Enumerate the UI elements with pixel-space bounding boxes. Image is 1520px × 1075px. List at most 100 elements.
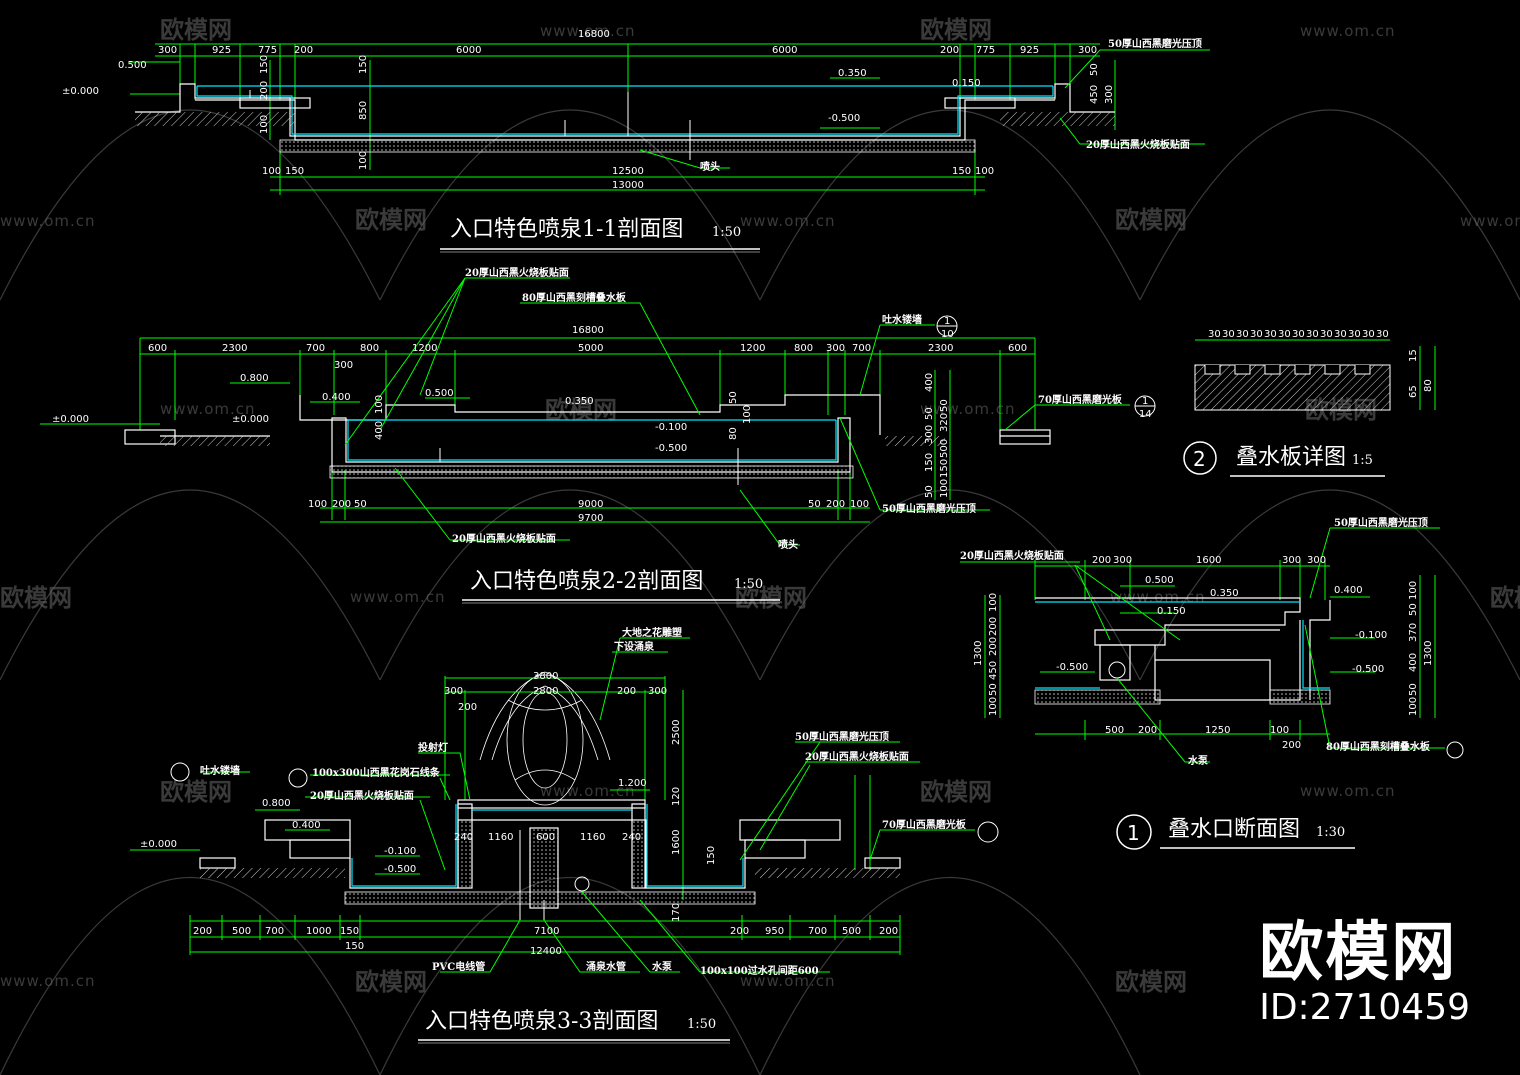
dim-text: 300	[1307, 555, 1326, 566]
watermark-brand: 欧模网	[735, 584, 807, 612]
section3-leaders	[200, 637, 975, 973]
dim-text: 200	[730, 926, 749, 937]
dim-text: 1200	[740, 343, 765, 354]
model-id: ID:2710459	[1259, 987, 1470, 1028]
dim-text: 450	[988, 661, 999, 680]
dim-text: 65	[1408, 385, 1419, 398]
section1-leaders	[639, 49, 1210, 169]
detail-number: 1	[1127, 821, 1140, 845]
level-mark: -0.100	[1355, 630, 1387, 641]
section2-slab	[329, 465, 854, 479]
dim-text: 450	[1089, 85, 1100, 104]
detail-number-circle	[1183, 441, 1217, 475]
dim-text: 2300	[222, 343, 247, 354]
dim-text: 50	[1408, 683, 1419, 696]
dim-text: 200	[193, 926, 212, 937]
dim-text: 500	[1105, 725, 1124, 736]
detail1-slab-left	[1034, 689, 1161, 705]
dim-text: 50	[924, 407, 935, 420]
dim-text: 150	[358, 55, 369, 74]
dim-text: 7100	[534, 926, 559, 937]
note-label: 喷头	[778, 538, 798, 551]
watermark-url: www.om.cn	[1110, 588, 1206, 606]
note-label: 50厚山西黑磨光压顶	[882, 502, 976, 515]
section2-water-liner	[347, 419, 837, 461]
watermark-brand: 欧模网	[545, 396, 617, 424]
dim-text: 600	[148, 343, 167, 354]
dim-text: 12500	[612, 166, 644, 177]
note-label: 水泵	[1187, 754, 1209, 767]
section-scale: 1:50	[712, 225, 741, 240]
section3-levels: 1.200 0.800 0.400 ±0.000 -0.100 -0.500	[140, 778, 647, 875]
dim-text: 100	[850, 499, 869, 510]
dim-text: 30	[1362, 329, 1375, 340]
dim-text: 1000	[306, 926, 331, 937]
note-label: 投射灯	[418, 741, 448, 754]
dim-text: 80	[1423, 379, 1434, 392]
dim-text: 150	[952, 166, 971, 177]
note-label: 20厚山西黑火烧板贴面	[452, 532, 556, 545]
note-label: 20厚山西黑火烧板贴面	[805, 750, 909, 763]
callout-sheet: 14	[1139, 409, 1152, 420]
dim-text: 100	[988, 697, 999, 716]
dim-text: 1600	[671, 830, 682, 855]
watermark-brand: 欧模网	[1115, 206, 1187, 234]
dim-text: 150	[924, 453, 935, 472]
detail1-right-dims: 100 50 370 400 50 100 1300	[1408, 581, 1434, 716]
note-label: 20厚山西黑火烧板贴面	[310, 789, 414, 802]
dim-text: 100	[374, 395, 385, 414]
level-mark: 1.200	[618, 778, 647, 789]
level-mark: -0.500	[1352, 664, 1384, 675]
level-mark: 0.400	[292, 820, 321, 831]
dim-text: 30	[1208, 329, 1221, 340]
level-mark: -0.500	[1056, 662, 1088, 673]
dim-text: 700	[265, 926, 284, 937]
dim-text: 200	[988, 617, 999, 636]
note-label: 80厚山西黑刻槽叠水板	[522, 291, 627, 304]
watermark-url: www.om.cn	[740, 972, 836, 990]
detail2-top-dims: 30 30 30 30 30 30 30 30 30 30 30 30 30	[1208, 329, 1389, 340]
dim-text: 400	[374, 421, 385, 440]
dim-text: 200	[1092, 555, 1111, 566]
dim-text: 50	[808, 499, 821, 510]
dim-text: 100	[308, 499, 327, 510]
section1-slab	[279, 139, 976, 153]
section3-dimension-lines	[130, 676, 901, 955]
detail1-structure	[1035, 597, 1331, 701]
dim-text: 1160	[488, 832, 513, 843]
dim-text: 30	[1264, 329, 1277, 340]
section2-ground-left	[160, 436, 270, 446]
note-label: 80厚山西黑刻槽叠水板	[1326, 740, 1431, 753]
section1-dimension-lines	[130, 43, 1116, 195]
section3-inner-dims: 240 1160 600 1160 240	[454, 832, 641, 843]
level-mark: 0.150	[952, 78, 981, 89]
dim-text: 1160	[580, 832, 605, 843]
section-1-1: 16800 300 925 775 200 6000 6000 200 775 …	[62, 29, 1210, 253]
section1-ground-right	[1000, 112, 1115, 126]
section2-bottom-dims: 100 200 50 9000 50 200 100 9700	[308, 499, 869, 524]
dim-text: 240	[454, 832, 473, 843]
dim-text: 2800	[533, 686, 558, 697]
section3-slab	[344, 891, 756, 905]
note-label: 吐水镂墙	[200, 764, 240, 777]
detail1-left-dims: 100 200 200 450 50 100 1300	[973, 593, 999, 716]
section3-vertical-dims: 2500 120 1600 170 150	[671, 720, 717, 922]
dim-text: 500	[939, 439, 950, 458]
dim-text: 150	[340, 926, 359, 937]
dim-text: 800	[794, 343, 813, 354]
dim-text: 100	[939, 479, 950, 498]
level-mark: 0.350	[1210, 588, 1239, 599]
dim-text: 6000	[456, 45, 481, 56]
note-label: 100x100过水孔间距600	[700, 964, 819, 977]
callout-number: 1	[1142, 396, 1148, 407]
dim-text: 5000	[578, 343, 603, 354]
dim-text: 925	[212, 45, 231, 56]
dim-text: 100	[1408, 581, 1419, 600]
dim-text: 100	[262, 166, 281, 177]
watermark-url: www.om.cn	[1300, 22, 1396, 40]
detail-number: 2	[1193, 447, 1206, 471]
level-mark: ±0.000	[140, 839, 177, 850]
level-mark: ±0.000	[232, 414, 269, 425]
detail-title: 叠水板详图	[1236, 445, 1346, 470]
